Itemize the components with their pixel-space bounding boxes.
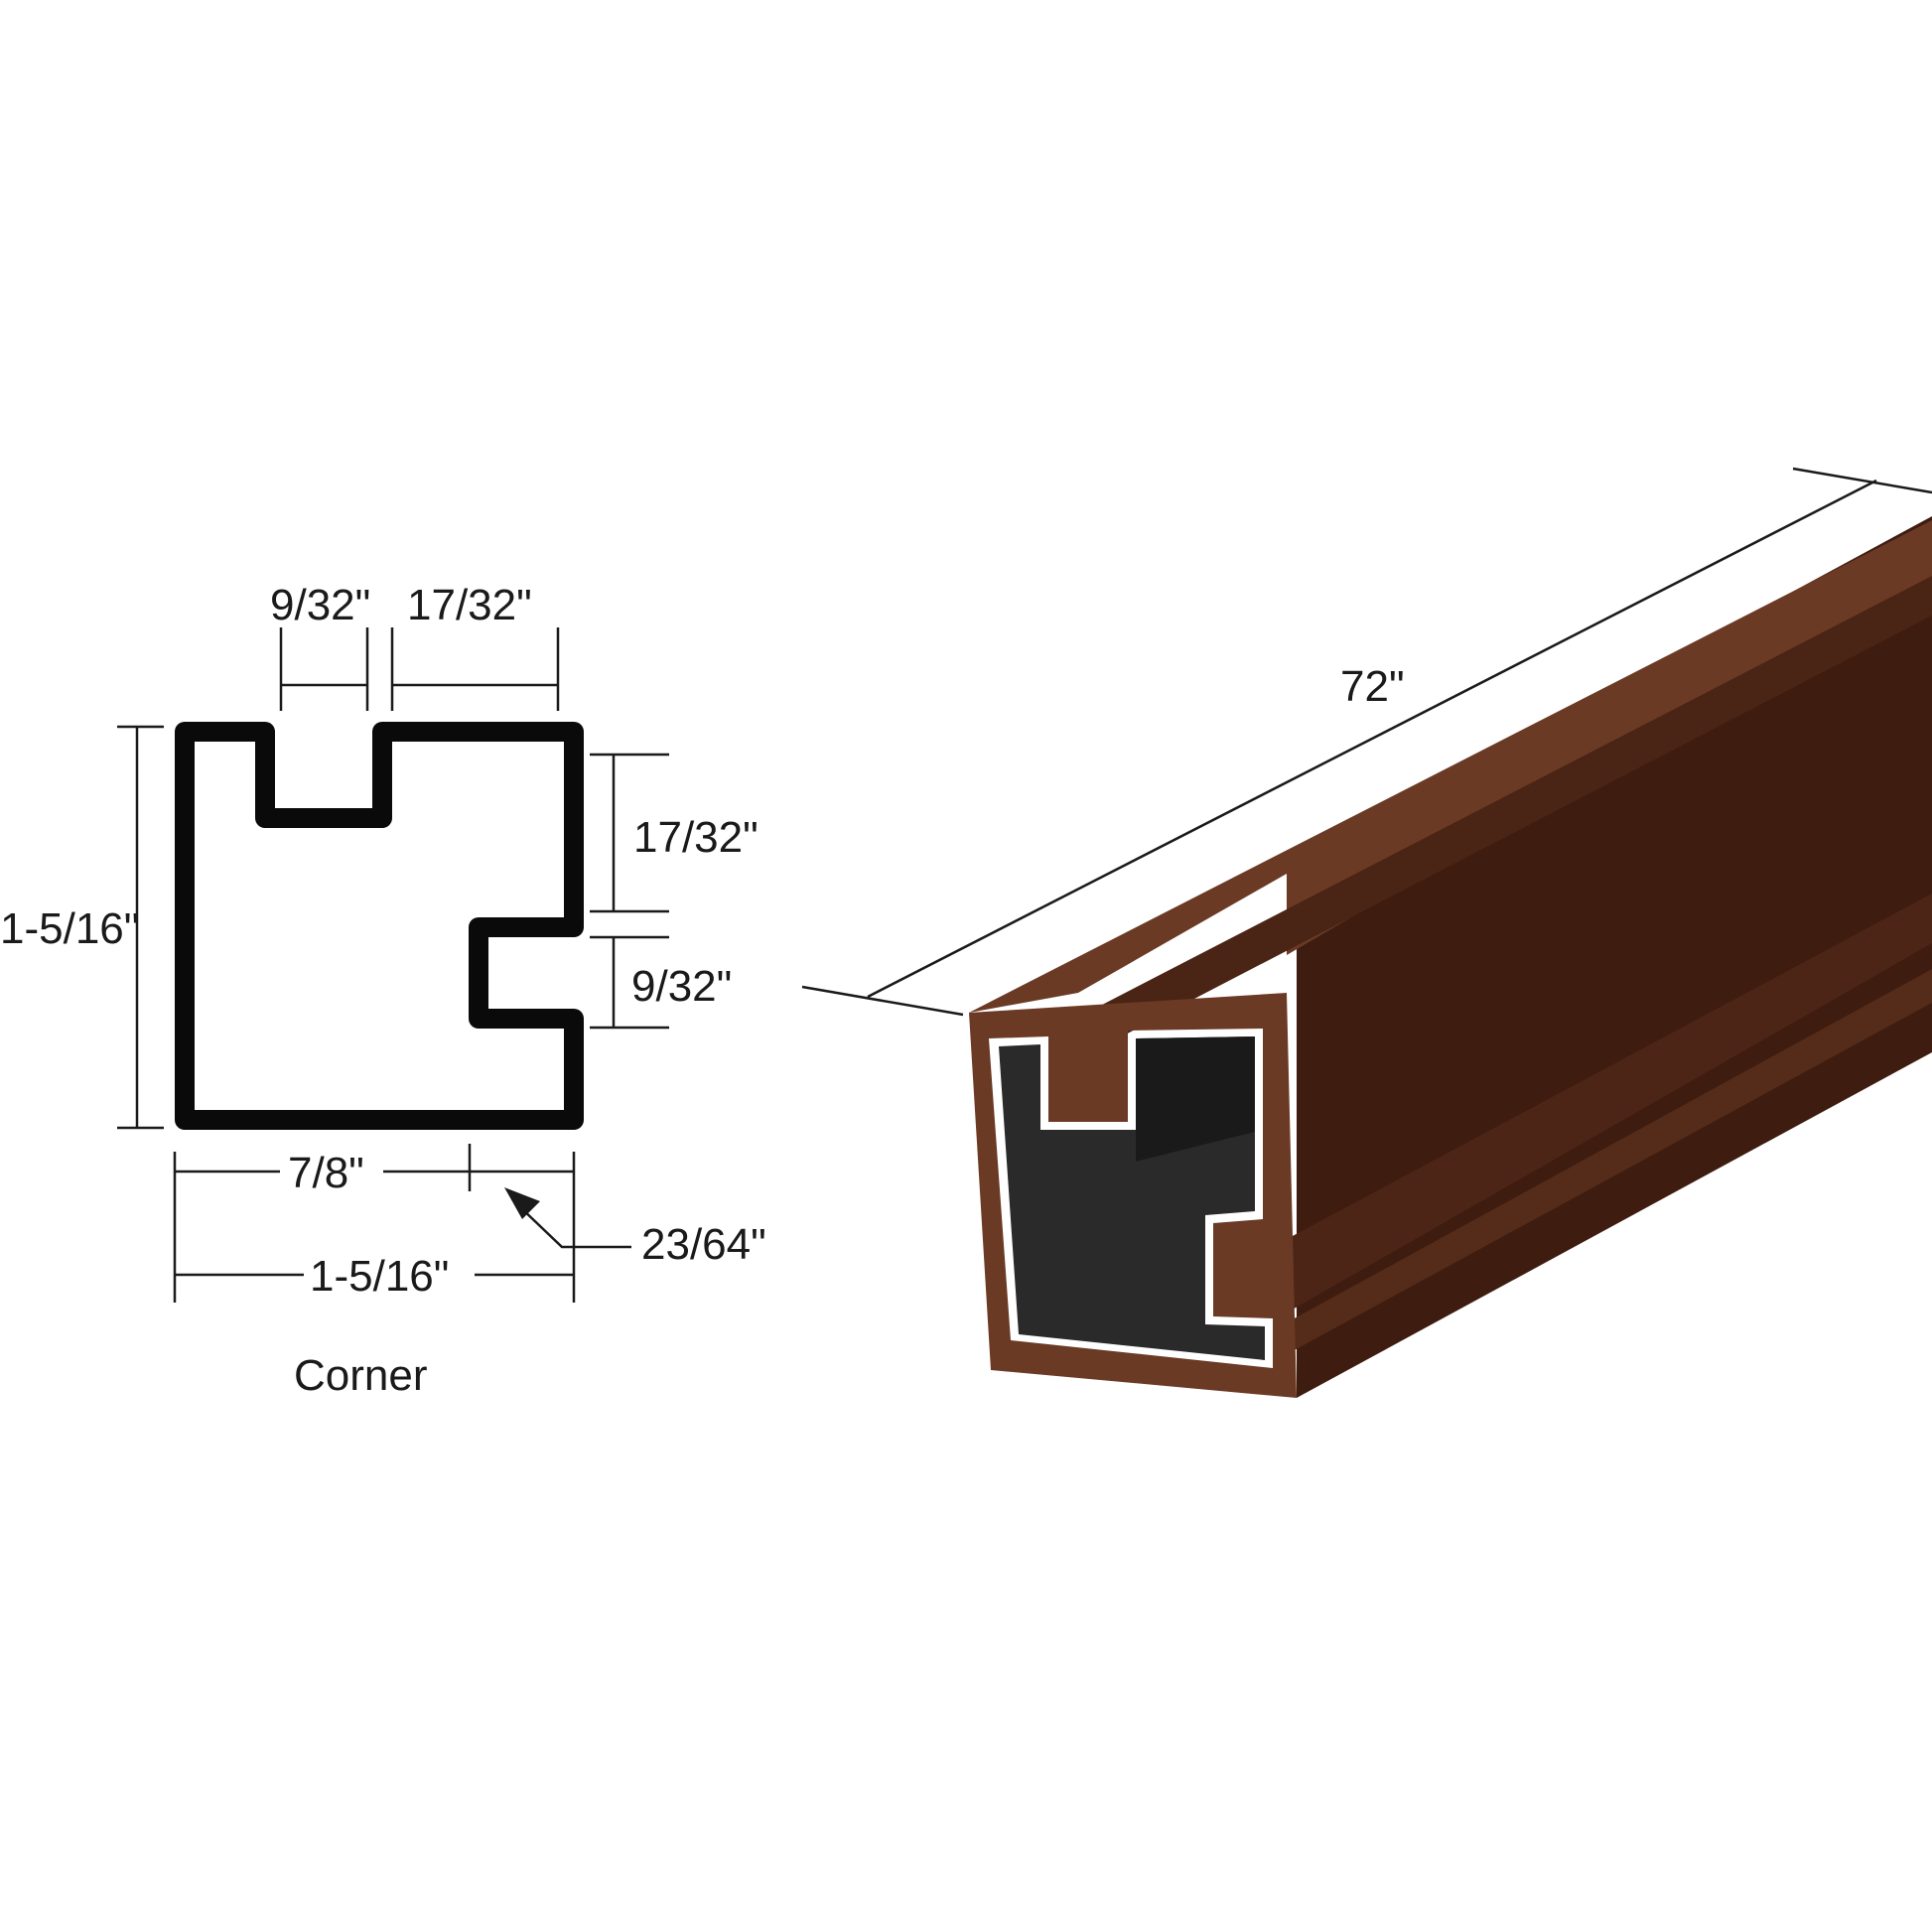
dim-bottom-split: 7/8" 23/64" — [173, 1144, 766, 1303]
label-top-slot-width: 9/32" — [270, 581, 370, 629]
dim-bottom-total: 1-5/16" — [175, 1252, 574, 1301]
product-3d-view: 72" — [801, 467, 1932, 1398]
label-bottom-right-width: 23/64" — [641, 1220, 766, 1269]
label-bottom-left-width: 7/8" — [288, 1149, 364, 1197]
label-left-height: 1-5/16" — [0, 904, 139, 953]
arrow-head — [504, 1187, 540, 1219]
rail-top-face — [969, 520, 1932, 1013]
label-length: 72" — [1340, 662, 1405, 711]
dim-right-slot: 9/32" — [590, 935, 732, 1030]
corner-profile-outline — [175, 722, 584, 1130]
cross-section-diagram: 9/32" 17/32" 1-5/16" 17/32" — [0, 581, 766, 1400]
dim-top-slot: 9/32" — [270, 581, 370, 711]
caption-corner: Corner — [294, 1351, 428, 1400]
dim-length: 72" — [801, 467, 1932, 1017]
label-top-right-width: 17/32" — [407, 581, 532, 629]
label-bottom-total-width: 1-5/16" — [310, 1252, 449, 1301]
rail-top-groove — [1048, 576, 1932, 1038]
rail-interior-shade — [1136, 1036, 1255, 1162]
label-right-upper-height: 17/32" — [633, 813, 759, 862]
dim-top-right: 17/32" — [390, 581, 560, 711]
dim-left-height: 1-5/16" — [0, 725, 164, 1130]
rail-side-ridge — [1291, 969, 1932, 1352]
label-right-slot-height: 9/32" — [631, 962, 732, 1011]
dim-right-upper: 17/32" — [590, 753, 759, 913]
rail-end-face — [969, 993, 1297, 1398]
rail-side-groove — [1291, 894, 1932, 1311]
